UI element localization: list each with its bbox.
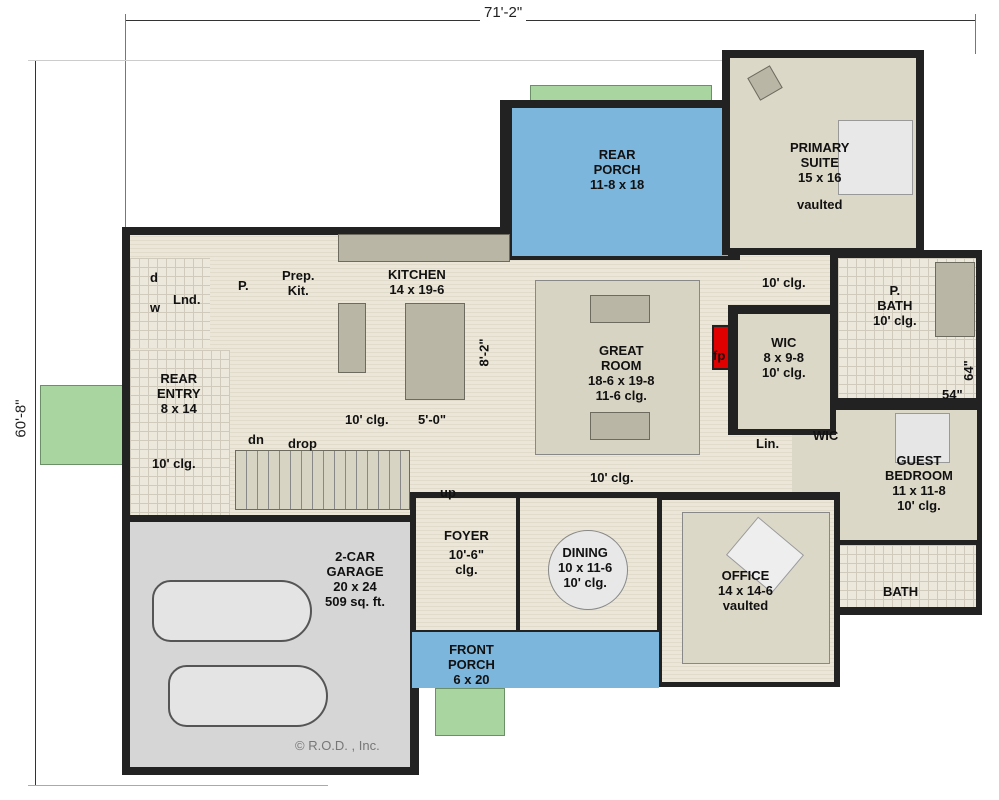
kitchen-counter [338,234,510,262]
foyer [416,498,516,630]
laundry [130,258,210,348]
kitchen-ceiling: 10' clg. [345,412,389,427]
laundry-label: Lnd. [173,292,201,307]
stairs [235,450,410,510]
dim-tick-bottom [28,785,328,786]
rear-porch [512,108,728,256]
dim-tick-left [125,14,126,244]
washer-label: w [150,300,161,315]
drop-zone-label: drop [288,436,317,451]
kitchen-island [405,303,465,400]
front-porch-lawn [435,688,505,736]
hall-ceiling: 10' clg. [762,275,806,290]
depth-dimension: 60'-8" [12,395,30,442]
dim-tick-top [28,60,728,61]
depth-dimension-line [35,60,36,785]
fireplace [712,325,730,370]
sofa [590,412,650,440]
fireplace-label: fp [713,348,726,363]
width-dimension: 71'-2" [480,4,527,21]
car [152,580,312,642]
prep-kitchen-label: Prep.Kit. [282,268,315,298]
dryer-label: d [150,270,158,285]
shower-width: 54" [942,387,963,402]
dining-table [548,530,628,610]
shower-depth: 64" [960,360,976,381]
rear-entry-ceiling: 10' clg. [152,456,196,471]
bath-label: BATH [883,584,919,599]
wic-guest-label: WIC [813,428,839,443]
dim-tick-right [975,14,976,54]
pantry-label: P. [238,278,249,293]
rear-entry [130,350,230,520]
range [338,303,366,373]
bath [838,545,976,607]
aisle-dimension: 5'-0" [418,412,447,427]
stair-down-label: dn [248,432,264,447]
copyright: © R.O.D. , Inc. [295,738,380,753]
rear-entry-stoop [40,385,126,465]
primary-bed [838,120,913,195]
guest-bed [895,413,950,463]
sofa [590,295,650,323]
car [168,665,328,727]
stair-up-label: up [440,485,456,500]
width-dimension-line [125,20,975,21]
island-dimension: 8'-2" [476,338,492,367]
wic-primary [738,314,830,429]
linen-label: Lin. [756,436,780,451]
great-room-hall-ceiling: 10' clg. [590,470,634,485]
bathtub [935,262,975,337]
front-porch [412,632,659,688]
